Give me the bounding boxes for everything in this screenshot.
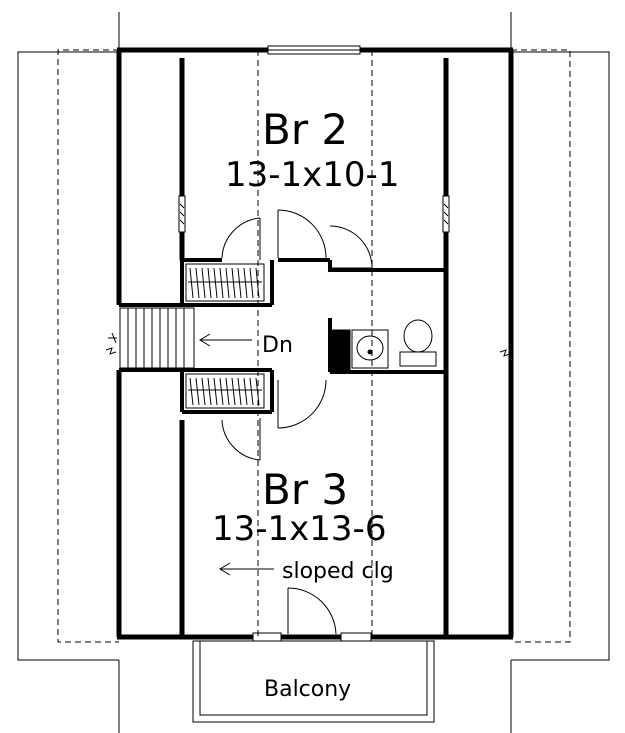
stair-label: Dn: [262, 333, 293, 358]
dn-arrow-icon: [199, 333, 252, 347]
break-marks: [105, 347, 511, 357]
br2-dimensions: 13-1x10-1: [225, 155, 399, 195]
sloped-ceiling-arrow-icon: [219, 562, 274, 576]
br2-label: Br 2: [262, 105, 348, 154]
knee-wall-marks: [178, 195, 450, 233]
balcony: [192, 640, 435, 723]
exterior-walls: [116, 47, 514, 640]
eave-outline: [17, 12, 610, 733]
sloped-ceiling-label: sloped clg: [282, 559, 394, 584]
dashed-roof-lines: [57, 49, 571, 643]
closet-upper: [185, 263, 265, 302]
br3-label: Br 3: [262, 465, 348, 514]
bath-fixtures: [329, 319, 437, 373]
door-swings: [221, 209, 373, 635]
closet-lower: [185, 373, 265, 409]
balcony-label: Balcony: [264, 677, 351, 702]
br3-dimensions: 13-1x13-6: [212, 509, 386, 549]
stairs: [108, 307, 195, 369]
top-window: [267, 45, 361, 55]
